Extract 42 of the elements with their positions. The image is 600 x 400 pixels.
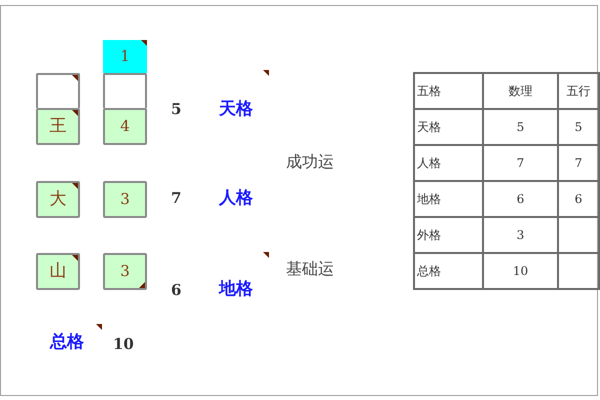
character-tile xyxy=(36,108,80,145)
column-header: 五行 xyxy=(559,74,600,110)
stroke-count: 3 xyxy=(120,264,130,279)
stroke-count: 4 xyxy=(120,119,130,134)
table-value: 10 xyxy=(484,254,559,290)
table-value: 6 xyxy=(484,182,559,218)
stroke-count: 3 xyxy=(120,192,130,207)
number-tile xyxy=(103,108,147,145)
empty-tile xyxy=(36,73,80,108)
number-tile xyxy=(103,253,147,290)
name-character: 大 xyxy=(50,191,66,208)
fortune-label: 基础运 xyxy=(286,259,334,279)
row-header: 天格 xyxy=(415,110,484,146)
table-value: 5 xyxy=(484,110,559,146)
table-value: 6 xyxy=(559,182,600,218)
table-value: 7 xyxy=(484,146,559,182)
character-tile xyxy=(36,181,80,218)
grid-number: 5 xyxy=(171,100,182,119)
row-header: 总格 xyxy=(415,254,484,290)
number-tile xyxy=(103,181,147,218)
row-header: 人格 xyxy=(415,146,484,182)
table-value: 3 xyxy=(484,218,559,254)
grid-label: 天格 xyxy=(219,99,253,120)
name-character: 山 xyxy=(50,263,66,280)
table-value: 5 xyxy=(559,110,600,146)
grid-number: 10 xyxy=(113,335,134,354)
fortune-label: 成功运 xyxy=(286,152,334,172)
character-tile xyxy=(36,253,80,290)
name-character: 王 xyxy=(50,118,66,135)
column-header: 数理 xyxy=(484,74,559,110)
row-header: 地格 xyxy=(415,182,484,218)
grid-label: 地格 xyxy=(219,279,253,300)
grid-label: 人格 xyxy=(219,188,253,210)
number-tile xyxy=(103,40,147,73)
row-header: 外格 xyxy=(415,218,484,254)
stroke-count: 1 xyxy=(120,49,130,64)
table-value: 7 xyxy=(559,146,600,182)
grid-label: 总格 xyxy=(50,332,84,354)
grid-number: 6 xyxy=(171,281,182,300)
grid-number: 7 xyxy=(171,189,182,208)
empty-tile xyxy=(103,73,147,108)
column-header: 五格 xyxy=(415,74,484,110)
